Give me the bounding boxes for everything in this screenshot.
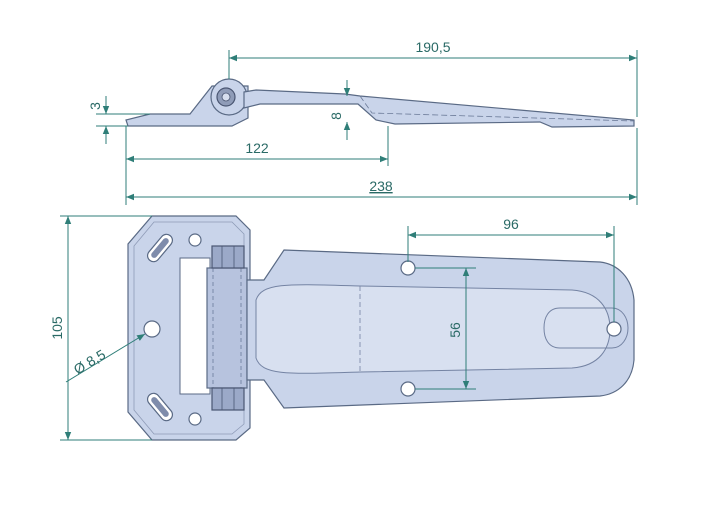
- dim-label-hole-spacing-h: 96: [503, 216, 519, 232]
- arm-hole-bottom: [400, 381, 416, 397]
- side-view-pin-hole: [221, 92, 231, 102]
- side-view-arm-leaf: [243, 89, 635, 128]
- arm-hole-top: [400, 260, 416, 276]
- top-view: 96 56 105 Ø 8,5: [49, 215, 635, 441]
- slot-top-left: [146, 233, 174, 263]
- slot-bottom-left: [146, 392, 174, 422]
- dim-label-top-length: 190,5: [415, 39, 450, 55]
- plate-hole-bottom: [188, 412, 202, 426]
- dim-label-pin-to-end: 122: [245, 140, 269, 156]
- side-view-arm-hidden-edge: [359, 95, 635, 122]
- arm-end-slot: [543, 307, 629, 349]
- arm-rib: [255, 284, 611, 374]
- nut-bottom: [211, 387, 245, 411]
- plate-hole-top: [188, 233, 202, 247]
- dim-label-height: 105: [49, 316, 65, 340]
- plate-hole-center: [143, 320, 161, 338]
- base-plate-window: [179, 257, 211, 395]
- dim-label-hole-diameter: Ø 8,5: [71, 346, 109, 377]
- arm-hole-end: [606, 321, 622, 337]
- dim-label-offset-height: 8: [328, 112, 344, 120]
- base-plate-inner-edge: [133, 221, 245, 435]
- dim-label-leaf-thickness: 3: [87, 102, 103, 110]
- dim-label-hole-spacing-v: 56: [447, 322, 463, 338]
- dim-leader-hole-diameter: [65, 333, 146, 383]
- nut-top: [211, 245, 245, 269]
- side-view: 190,5 3 8 122 238: [87, 39, 638, 205]
- dim-label-overall-length: 238: [369, 178, 393, 194]
